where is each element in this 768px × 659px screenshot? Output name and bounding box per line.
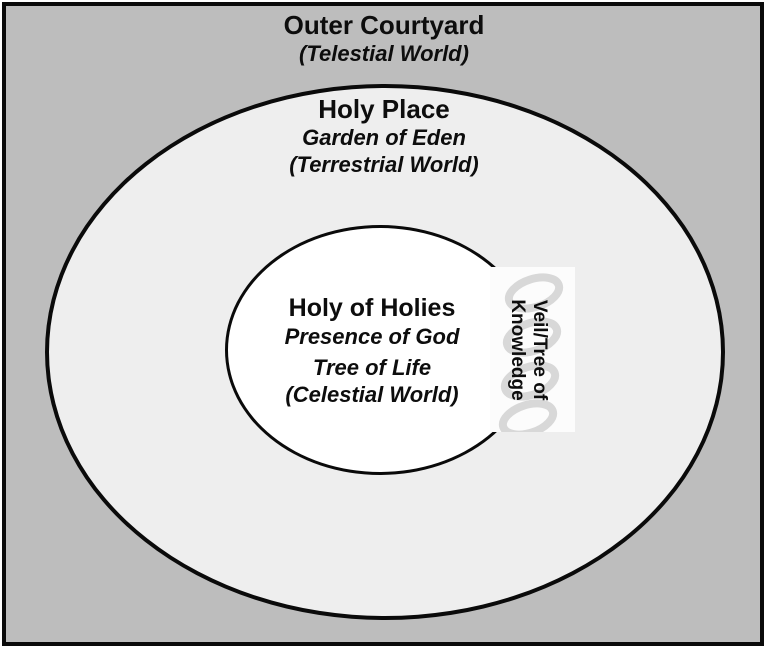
veil-label-line-1: Veil/Tree of bbox=[529, 299, 550, 401]
holy-of-holies-subtitle-2: Tree of Life bbox=[312, 355, 432, 380]
holy-of-holies-subtitle-3: (Celestial World) bbox=[285, 382, 459, 407]
outer-courtyard-subtitle: (Telestial World) bbox=[299, 41, 469, 66]
veil-panel bbox=[490, 267, 575, 432]
holy-of-holies-subtitle-1: Presence of God bbox=[284, 324, 460, 349]
veil-coil-icon bbox=[498, 273, 564, 432]
holy-place-label-block: Holy Place Garden of Eden (Terrestrial W… bbox=[0, 94, 768, 178]
holy-place-title: Holy Place bbox=[318, 94, 450, 124]
holy-of-holies-region bbox=[225, 225, 535, 475]
holy-of-holies-label-block: Holy of Holies Presence of God Tree of L… bbox=[222, 293, 522, 408]
holy-place-subtitle-2: (Terrestrial World) bbox=[289, 152, 479, 177]
outer-courtyard-title: Outer Courtyard bbox=[283, 10, 485, 40]
holy-of-holies-title: Holy of Holies bbox=[288, 294, 456, 322]
outer-courtyard-label-block: Outer Courtyard (Telestial World) bbox=[0, 10, 768, 67]
holy-place-subtitle-1: Garden of Eden bbox=[302, 125, 466, 150]
